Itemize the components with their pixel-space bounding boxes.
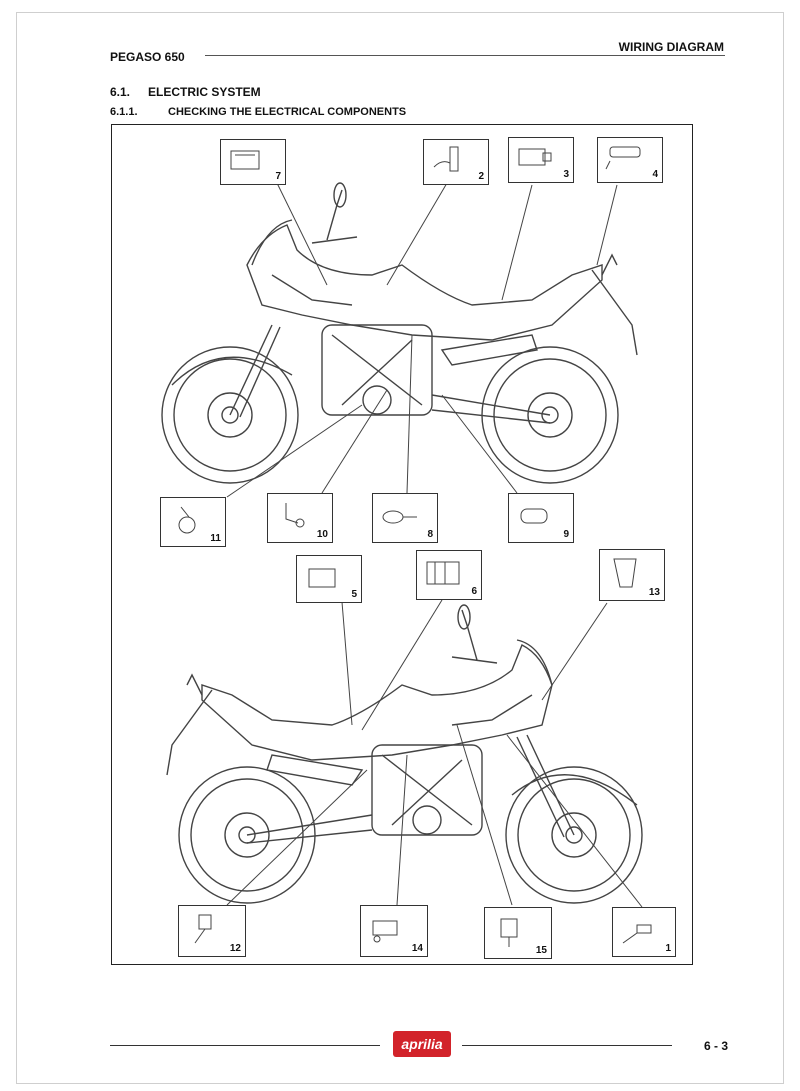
ecu-icon — [230, 150, 260, 170]
callout-number: 10 — [316, 529, 328, 540]
callout-6: 6 — [416, 550, 482, 600]
battery-icon — [308, 568, 336, 588]
starter-motor-icon — [520, 508, 548, 524]
fuse-box-icon — [426, 561, 460, 585]
callout-1: 1 — [612, 907, 676, 957]
callout-number: 8 — [427, 529, 433, 540]
aprilia-logo: aprilia — [393, 1031, 451, 1057]
section-number: 6.1. — [110, 85, 131, 99]
regulator-icon — [372, 920, 398, 943]
section-title-text: ELECTRIC SYSTEM — [148, 85, 261, 99]
callout-12: 12 — [178, 905, 246, 957]
callout-number: 1 — [665, 943, 671, 954]
footer-rule-right — [462, 1045, 672, 1046]
sensor-icon — [178, 506, 196, 534]
callout-7: 7 — [220, 139, 286, 185]
subsection-number: 6.1.1. — [110, 106, 138, 118]
callout-number: 2 — [478, 171, 484, 182]
callout-3: 3 — [508, 137, 574, 183]
relay-icon — [518, 148, 552, 166]
model-name: PEGASO 650 — [110, 50, 185, 64]
section-heading-1: 6.1. ELECTRIC SYSTEM — [110, 85, 261, 99]
callout-13: 13 — [599, 549, 665, 601]
subsection-title-text: CHECKING THE ELECTRICAL COMPONENTS — [168, 106, 407, 118]
callout-15: 15 — [484, 907, 552, 959]
callout-number: 13 — [648, 587, 660, 598]
callout-14: 14 — [360, 905, 428, 957]
section-heading-2: 6.1.1. CHECKING THE ELECTRICAL COMPONENT… — [110, 106, 406, 118]
callout-11: 11 — [160, 497, 226, 547]
callout-number: 3 — [563, 169, 569, 180]
header-rule — [205, 55, 725, 56]
callout-number: 6 — [471, 586, 477, 597]
page-number: 6 - 3 — [704, 1039, 729, 1053]
switch-icon — [605, 146, 641, 170]
headlight-icon — [613, 558, 637, 588]
callout-5: 5 — [296, 555, 362, 603]
page-frame — [16, 12, 784, 1084]
fuel-pump-icon — [433, 146, 459, 172]
section-title: WIRING DIAGRAM — [618, 40, 724, 54]
callout-number: 15 — [535, 945, 547, 956]
callout-number: 5 — [351, 589, 357, 600]
motorcycle-illustration — [161, 182, 643, 908]
cable-sensor-icon — [285, 503, 305, 528]
ignition-coil-icon — [382, 510, 417, 524]
callout-2: 2 — [423, 139, 489, 185]
callout-10: 10 — [267, 493, 333, 543]
callout-number: 14 — [411, 943, 423, 954]
callout-number: 4 — [652, 169, 658, 180]
callout-number: 11 — [210, 533, 221, 544]
callout-4: 4 — [597, 137, 663, 183]
wiring-figure: 7 2 3 4 11 10 8 9 5 6 13 12 — [111, 124, 693, 965]
speed-sensor-icon — [622, 924, 652, 944]
callout-number: 12 — [229, 943, 241, 954]
footer-rule-left — [110, 1045, 380, 1046]
callout-9: 9 — [508, 493, 574, 543]
side-stand-switch-icon — [500, 918, 518, 947]
callout-number: 7 — [275, 171, 281, 182]
callout-number: 9 — [563, 529, 569, 540]
callout-8: 8 — [372, 493, 438, 543]
temperature-sensor-icon — [194, 914, 212, 944]
